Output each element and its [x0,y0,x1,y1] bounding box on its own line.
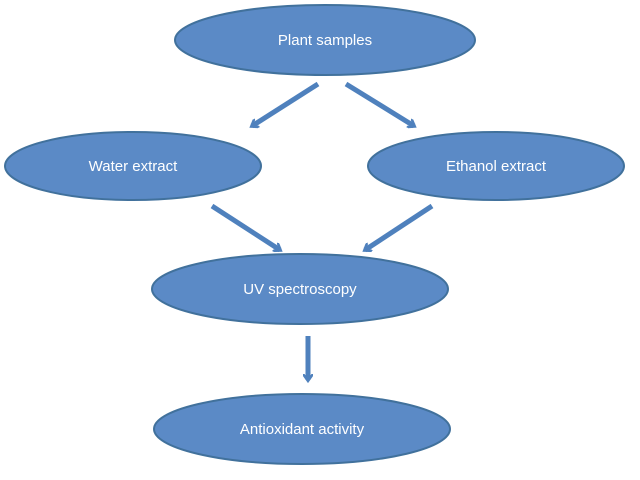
node-water-extract-shape [4,131,262,201]
node-uv-spectroscopy-shape [151,253,449,325]
arrow-ethanol-to-uv [365,203,434,250]
node-plant-samples-label: Plant samples [278,32,372,49]
arrow-plant-to-ethanol [344,81,414,126]
arrow-water-to-uv [210,203,280,250]
node-plant-samples-shape [174,4,476,76]
node-water-extract: Water extract [4,131,262,201]
node-antioxidant-activity-shape [153,393,451,465]
node-uv-spectroscopy-label: UV spectroscopy [243,281,357,298]
node-uv-spectroscopy: UV spectroscopy [151,253,449,325]
node-ethanol-extract-label: Ethanol extract [446,158,547,175]
node-antioxidant-activity-label: Antioxidant activity [240,421,365,438]
arrows [210,81,434,380]
node-water-extract-label: Water extract [89,158,178,175]
node-antioxidant-activity: Antioxidant activity [153,393,451,465]
node-ethanol-extract-shape [367,131,625,201]
node-plant-samples: Plant samples [174,4,476,76]
arrow-plant-to-water [252,81,320,126]
node-ethanol-extract: Ethanol extract [367,131,625,201]
